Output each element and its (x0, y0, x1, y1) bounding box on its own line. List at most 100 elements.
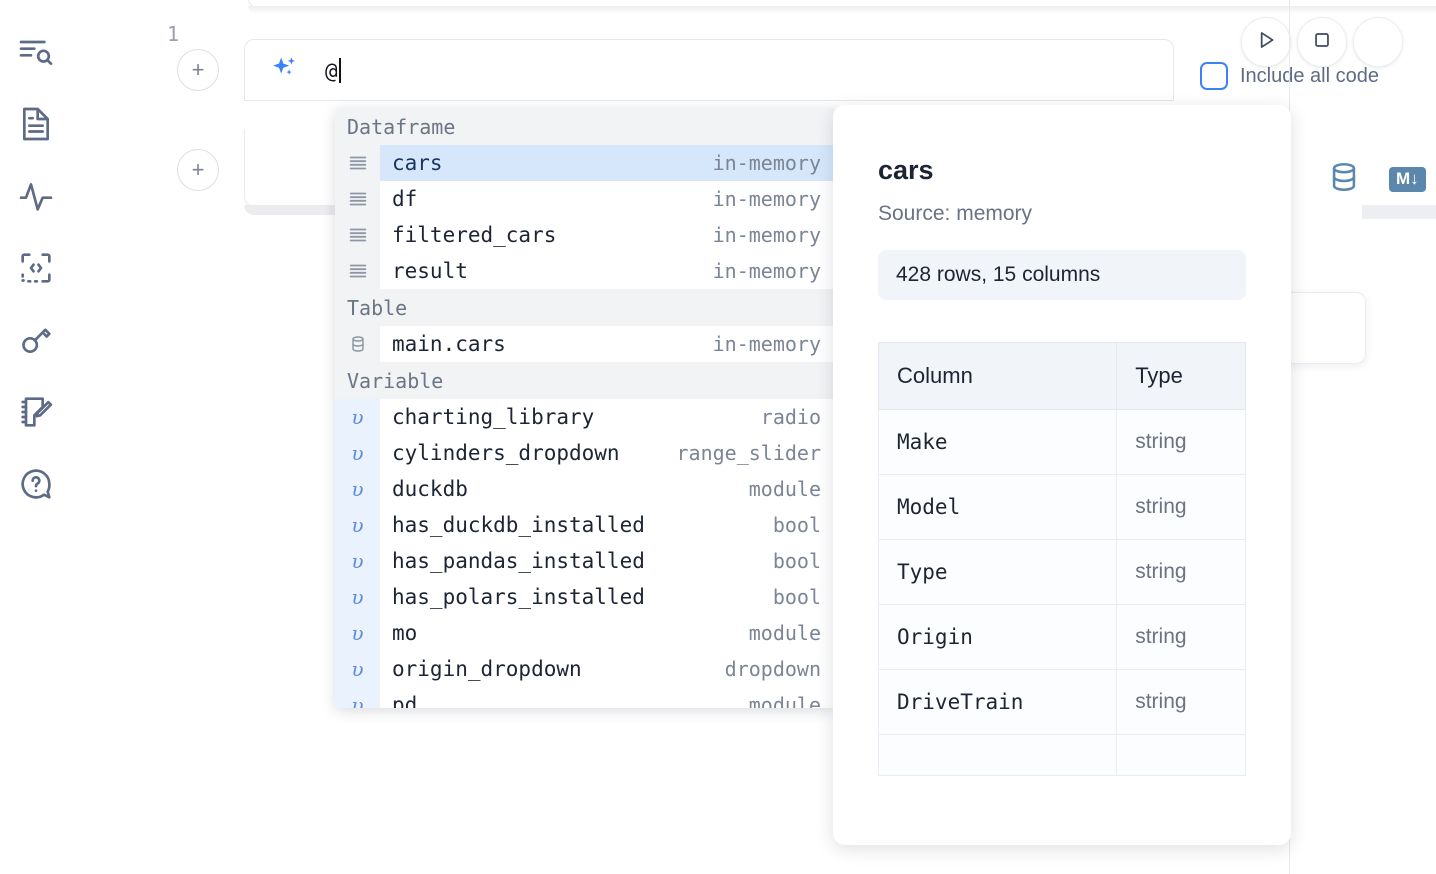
sidebar-item-scratchpad[interactable] (0, 376, 72, 448)
help-chat-icon (16, 464, 56, 504)
detail-source: Source: memory (878, 202, 1033, 225)
variable-icon: υ (335, 651, 380, 687)
detail-cell-type: string (1116, 539, 1246, 605)
autocomplete-item-name: pd (392, 693, 418, 708)
autocomplete-item-body: main.cars in-memory (380, 326, 835, 362)
table-row (877, 734, 1246, 776)
autocomplete-item-type: bool (772, 513, 821, 537)
cell-bottom-strip (1362, 205, 1436, 219)
autocomplete-item-name: duckdb (392, 477, 468, 501)
variable-icon: υ (335, 687, 380, 708)
autocomplete-item-name: has_polars_installed (392, 585, 645, 609)
variable-icon: υ (335, 435, 380, 471)
autocomplete-item-name: mo (392, 621, 418, 645)
ai-prompt-input[interactable]: @ (325, 57, 341, 83)
detail-table-header-row: Column Type (877, 342, 1246, 410)
play-icon (1253, 27, 1279, 58)
table-database-icon (335, 326, 380, 362)
autocomplete-item-type: module (748, 621, 821, 645)
add-cell-button-bottom[interactable]: + (177, 149, 219, 191)
detail-cell-column: DriveTrain (877, 669, 1118, 735)
sidebar-item-notebook[interactable] (0, 88, 72, 160)
autocomplete-group-header: Table (335, 289, 835, 326)
document-icon (16, 104, 56, 144)
autocomplete-item-name: origin_dropdown (392, 657, 582, 681)
variable-icon: υ (335, 507, 380, 543)
stop-button[interactable] (1297, 17, 1347, 67)
variable-icon: υ (335, 471, 380, 507)
detail-cell-type: string (1116, 669, 1246, 735)
variable-detail-panel: cars Source: memory 428 rows, 15 columns… (833, 105, 1291, 845)
more-actions-button[interactable] (1353, 17, 1403, 67)
detail-cell-type: string (1116, 409, 1246, 475)
autocomplete-item[interactable]: υ has_duckdb_installed bool (335, 507, 835, 543)
ai-prompt-box[interactable]: @ (244, 39, 1174, 101)
detail-cell-column: Type (877, 539, 1118, 605)
include-all-code-checkbox[interactable] (1200, 62, 1228, 90)
autocomplete-item[interactable]: υ charting_library radio (335, 399, 835, 435)
autocomplete-item-type: range_slider (676, 441, 822, 465)
detail-cell-type: string (1116, 474, 1246, 540)
sidebar-item-activity[interactable] (0, 160, 72, 232)
dataframe-icon (335, 217, 380, 253)
sidebar-item-explore[interactable] (0, 16, 72, 88)
autocomplete-item-body: origin_dropdown dropdown (380, 651, 835, 687)
autocomplete-item-type: bool (772, 549, 821, 573)
autocomplete-item-body: mo module (380, 615, 835, 651)
detail-cell-column: Origin (877, 604, 1118, 670)
autocomplete-item[interactable]: main.cars in-memory (335, 326, 835, 362)
autocomplete-item-name: charting_library (392, 405, 595, 429)
variable-icon: υ (335, 579, 380, 615)
autocomplete-item-type: in-memory (712, 187, 821, 211)
sidebar-item-secrets[interactable] (0, 304, 72, 376)
detail-cell-type: string (1116, 604, 1246, 670)
autocomplete-item-type: in-memory (712, 223, 821, 247)
autocomplete-item-name: result (392, 259, 468, 283)
autocomplete-item[interactable]: υ origin_dropdown dropdown (335, 651, 835, 687)
autocomplete-item-body: has_duckdb_installed bool (380, 507, 835, 543)
autocomplete-item-type: in-memory (712, 332, 821, 356)
markdown-badge[interactable]: M↓ (1389, 167, 1426, 192)
cell-toolbar-icons: M↓ (1327, 160, 1426, 199)
sidebar-item-help[interactable] (0, 448, 72, 520)
add-cell-button-top[interactable]: + (177, 49, 219, 91)
autocomplete-item-name: has_duckdb_installed (392, 513, 645, 537)
database-icon[interactable] (1327, 160, 1361, 199)
detail-cell-column: Make (877, 409, 1118, 475)
variable-icon: υ (335, 399, 380, 435)
dataframe-icon (335, 145, 380, 181)
autocomplete-group-header: Dataframe (335, 108, 835, 145)
autocomplete-item-name: main.cars (392, 332, 506, 356)
autocomplete-item-type: dropdown (724, 657, 821, 681)
detail-stats: 428 rows, 15 columns (878, 250, 1246, 300)
include-all-code-row[interactable]: Include all code (1200, 62, 1379, 90)
run-button[interactable] (1241, 17, 1291, 67)
autocomplete-item-type: radio (760, 405, 821, 429)
dataframe-icon (335, 181, 380, 217)
sidebar-item-snippets[interactable] (0, 232, 72, 304)
include-all-code-label: Include all code (1240, 64, 1379, 87)
key-icon (16, 320, 56, 360)
